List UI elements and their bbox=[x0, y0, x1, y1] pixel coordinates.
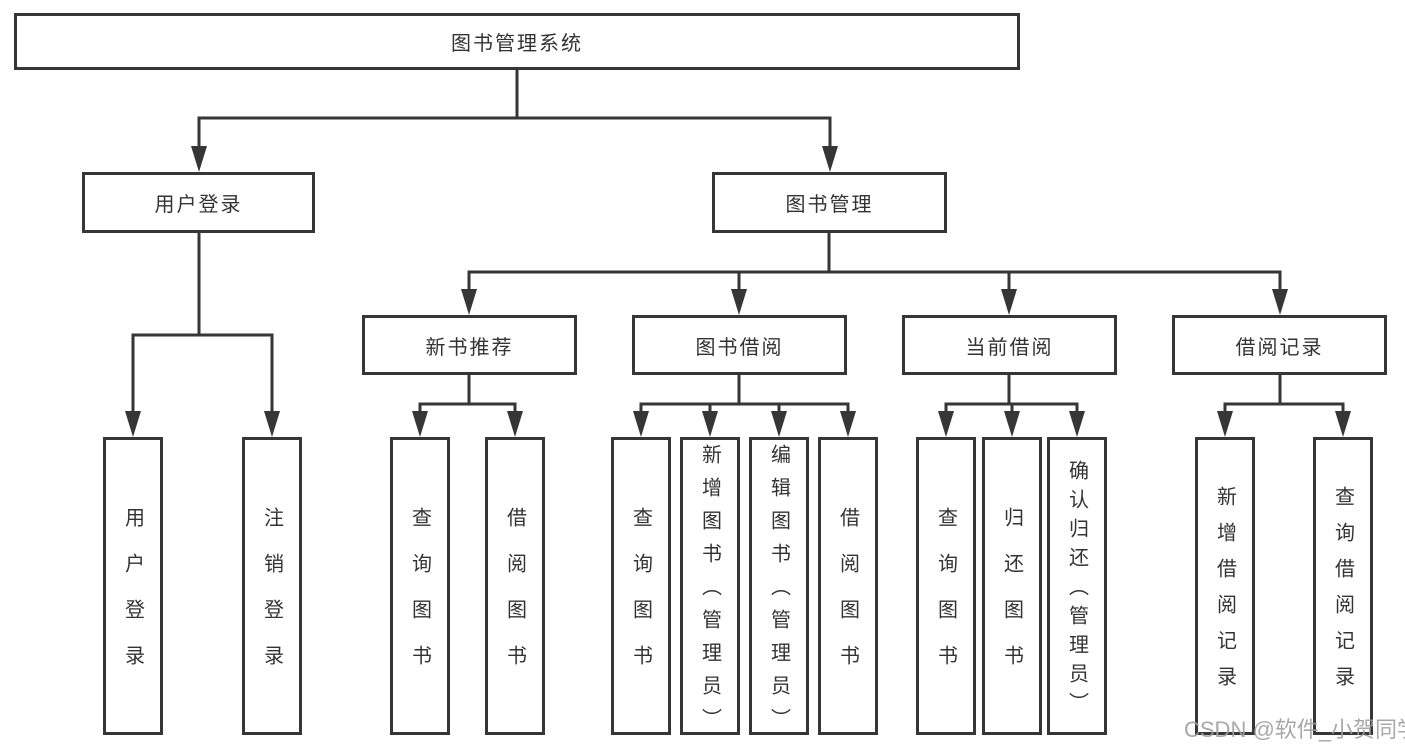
node-confirm-return-admin: 确认归还（管理员） bbox=[1047, 437, 1107, 735]
node-book-management-module: 图书管理 bbox=[712, 172, 947, 233]
node-new-book-recommendation: 新书推荐 bbox=[362, 315, 577, 375]
node-query-books-current-label: 查询图书 bbox=[934, 507, 957, 691]
node-current-borrowing: 当前借阅 bbox=[902, 315, 1117, 375]
node-user-login-module: 用户登录 bbox=[82, 172, 315, 233]
node-user-login-module-label: 用户登录 bbox=[154, 194, 243, 216]
node-query-books-recommend-label: 查询图书 bbox=[408, 507, 431, 691]
node-add-books-admin-label: 新增图书（管理员） bbox=[698, 444, 721, 741]
node-query-books-current: 查询图书 bbox=[916, 437, 976, 735]
node-query-borrow-record-label: 查询借阅记录 bbox=[1331, 486, 1354, 702]
node-query-books-recommend: 查询图书 bbox=[390, 437, 450, 735]
node-book-borrowing-label: 图书借阅 bbox=[695, 336, 784, 359]
node-edit-books-admin-label: 编辑图书（管理员） bbox=[767, 444, 790, 741]
node-new-book-recommendation-label: 新书推荐 bbox=[425, 336, 514, 359]
node-library-system: 图书管理系统 bbox=[14, 13, 1020, 70]
node-add-borrow-record: 新增借阅记录 bbox=[1195, 437, 1255, 735]
node-edit-books-admin: 编辑图书（管理员） bbox=[749, 437, 809, 741]
node-borrow-books-label: 借阅图书 bbox=[836, 507, 859, 691]
node-borrow-books-recommend: 借阅图书 bbox=[485, 437, 545, 735]
node-borrowing-records: 借阅记录 bbox=[1172, 315, 1387, 375]
node-query-books-borrowing-label: 查询图书 bbox=[629, 507, 652, 691]
node-login-label: 用户登录 bbox=[121, 507, 144, 691]
node-logout-label: 注销登录 bbox=[260, 507, 283, 691]
node-book-borrowing: 图书借阅 bbox=[632, 315, 847, 375]
node-logout: 注销登录 bbox=[242, 437, 302, 735]
node-login: 用户登录 bbox=[103, 437, 163, 735]
node-confirm-return-admin-label: 确认归还（管理员） bbox=[1065, 460, 1088, 721]
node-return-books: 归还图书 bbox=[982, 437, 1042, 735]
csdn-watermark: CSDN @软件_小贺同学 bbox=[1184, 717, 1405, 742]
node-return-books-label: 归还图书 bbox=[1000, 507, 1023, 691]
node-query-books-borrowing: 查询图书 bbox=[611, 437, 671, 735]
node-add-borrow-record-label: 新增借阅记录 bbox=[1213, 486, 1236, 702]
node-current-borrowing-label: 当前借阅 bbox=[965, 336, 1054, 359]
node-add-books-admin: 新增图书（管理员） bbox=[680, 437, 740, 741]
node-library-system-label: 图书管理系统 bbox=[451, 33, 583, 55]
node-borrow-books: 借阅图书 bbox=[818, 437, 878, 735]
node-borrowing-records-label: 借阅记录 bbox=[1235, 336, 1324, 359]
node-query-borrow-record: 查询借阅记录 bbox=[1313, 437, 1373, 735]
node-book-management-module-label: 图书管理 bbox=[785, 194, 874, 216]
node-borrow-books-recommend-label: 借阅图书 bbox=[503, 507, 526, 691]
